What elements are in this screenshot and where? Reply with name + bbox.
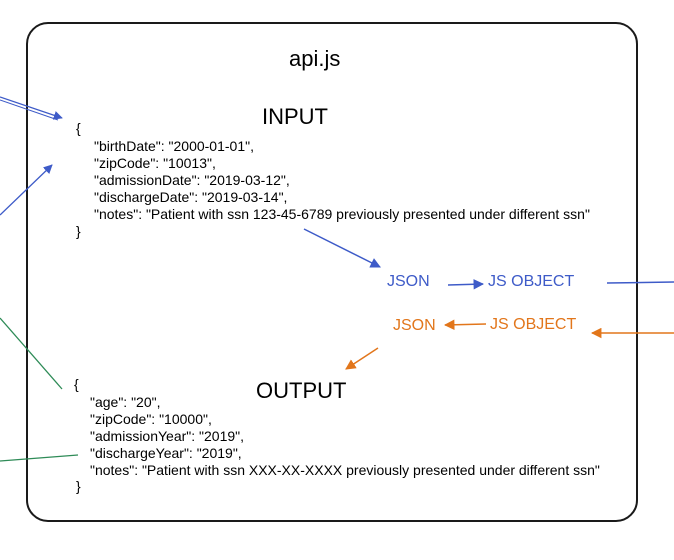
object-to-json-arrow xyxy=(443,319,487,331)
output-connector-line-2 xyxy=(0,454,79,462)
output-line: "notes": "Patient with ssn XXX-XX-XXXX p… xyxy=(90,462,600,478)
output-line: "zipCode": "10000", xyxy=(90,411,212,427)
external-input-arrow xyxy=(0,96,63,120)
api-file-frame xyxy=(26,22,638,522)
json-to-object-arrow xyxy=(447,279,485,290)
input-line: "birthDate": "2000-01-01", xyxy=(94,138,254,154)
input-line: "dischargeDate": "2019-03-14", xyxy=(94,189,288,205)
outgoing-json-label: JSON xyxy=(393,317,436,334)
input-open-brace: { xyxy=(76,120,81,136)
output-heading: OUTPUT xyxy=(256,378,347,403)
output-connector-line xyxy=(0,317,63,390)
input-line: "notes": "Patient with ssn 123-45-6789 p… xyxy=(94,206,590,222)
output-line: "age": "20", xyxy=(90,394,161,410)
input-line: "zipCode": "10013", xyxy=(94,155,216,171)
json-to-output-arrow xyxy=(345,347,379,370)
object-out-line xyxy=(606,281,674,284)
output-line: "dischargeYear": "2019", xyxy=(90,445,242,461)
external-input-arrow-outline xyxy=(0,99,59,121)
outgoing-object-label: JS OBJECT xyxy=(490,316,577,333)
input-line: "admissionDate": "2019-03-12", xyxy=(94,172,290,188)
file-title: api.js xyxy=(289,46,341,71)
input-close-brace: } xyxy=(76,223,81,239)
incoming-json-label: JSON xyxy=(387,273,430,290)
output-open-brace: { xyxy=(74,376,79,392)
input-heading: INPUT xyxy=(262,104,328,129)
input-to-json-arrow xyxy=(303,228,381,268)
output-close-brace: } xyxy=(76,478,81,494)
external-input-arrow-2 xyxy=(0,164,53,216)
incoming-object-label: JS OBJECT xyxy=(488,273,575,290)
output-line: "admissionYear": "2019", xyxy=(90,428,245,444)
